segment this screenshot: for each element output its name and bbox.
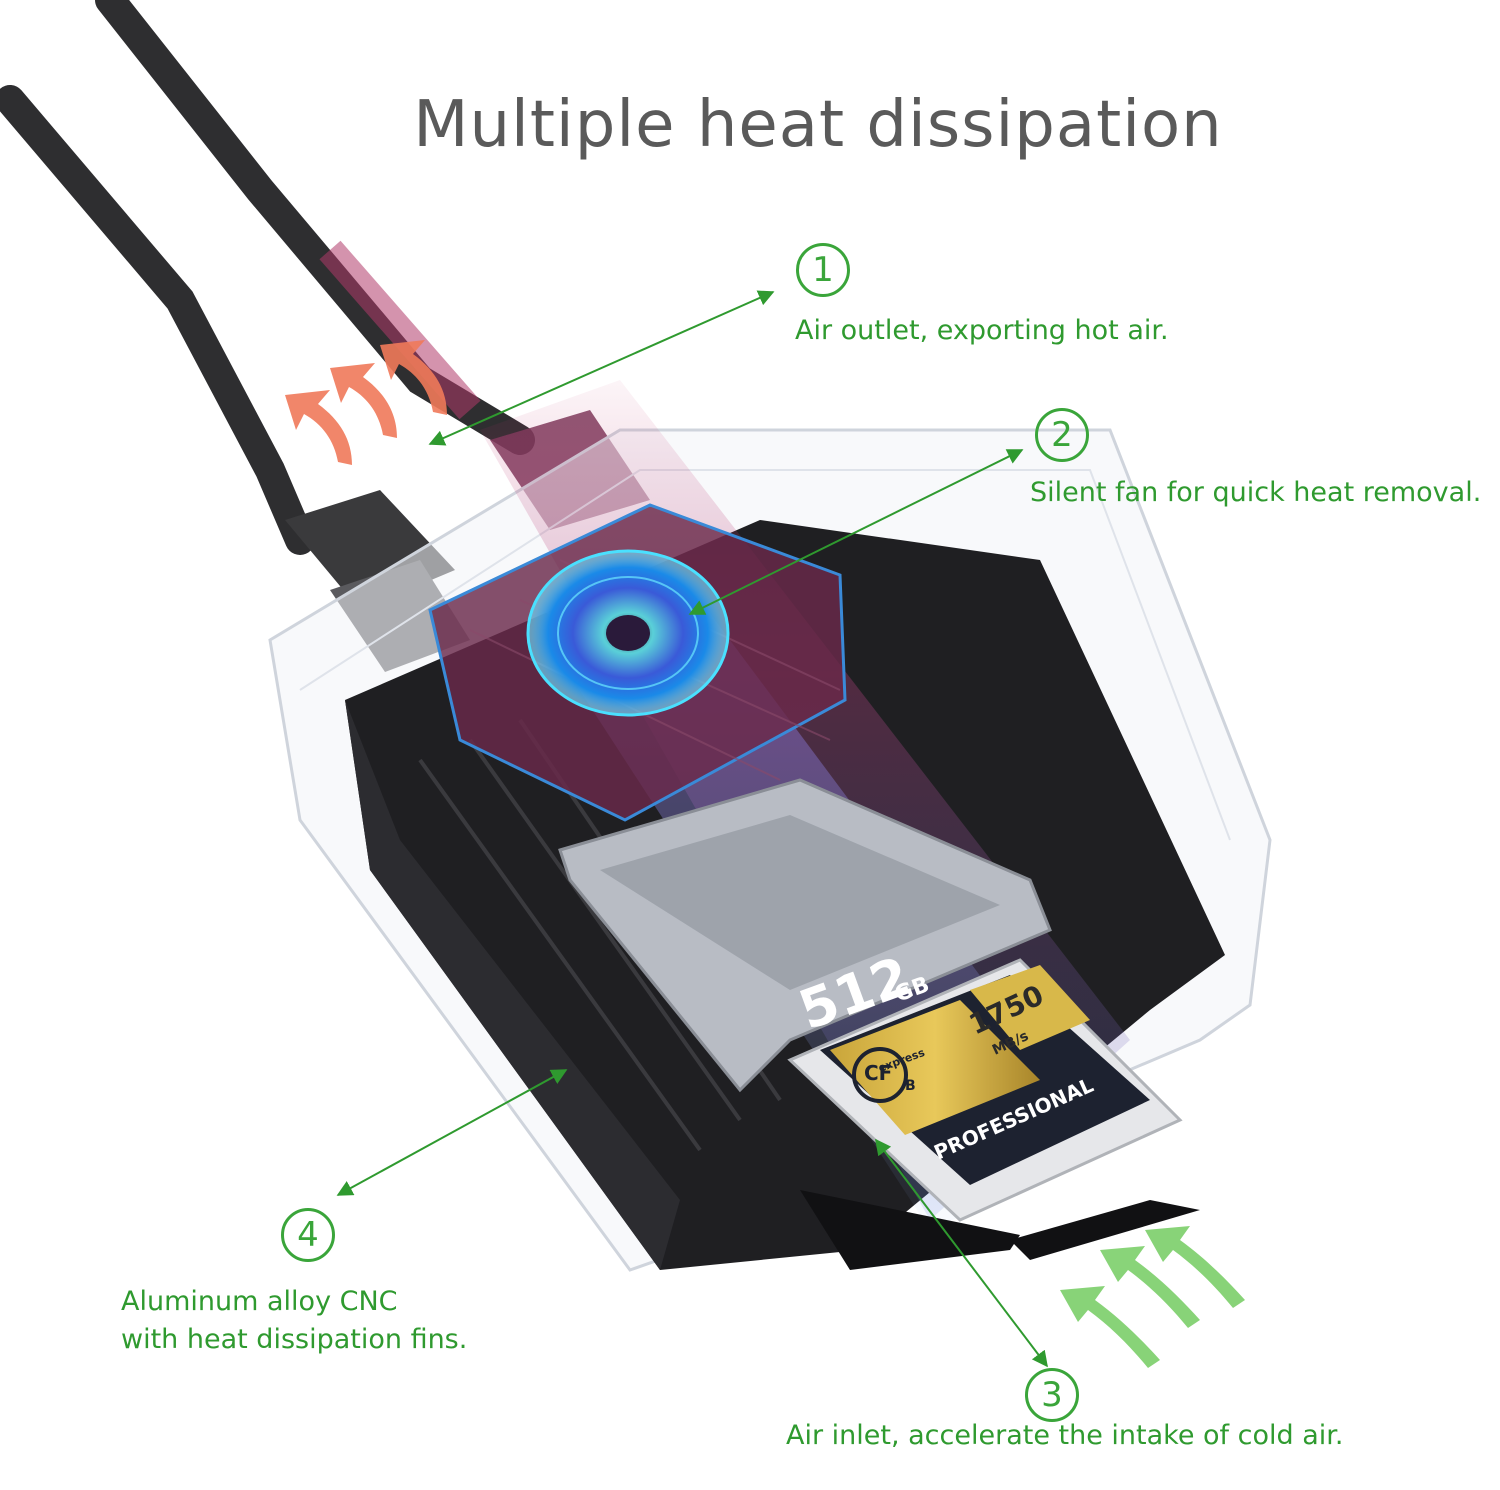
callout-2-text: Silent fan for quick heat removal. [1030,477,1482,508]
callout-3-text: Air inlet, accelerate the intake of cold… [786,1420,1344,1451]
callout-1-pointer [428,290,775,446]
callout-4-text-line-2: with heat dissipation fins. [121,1324,468,1355]
callout-1-number: 1 [796,243,850,297]
callout-1-text: Air outlet, exporting hot air. [795,315,1169,346]
callout-3-number: 3 [1025,1368,1079,1422]
callout-2-pointer [688,449,1024,615]
cf-logo-icon [852,1047,908,1103]
cable-left [0,85,315,555]
page-title: Multiple heat dissipation [413,88,1223,162]
card-logo-type: B [905,1078,916,1094]
callout-3-pointer [875,1138,1048,1368]
callout-4-number: 4 [281,1208,335,1262]
cfexpress-card: 512 GB 1750 MB/s CF express B PROFESSION… [787,944,1183,1222]
card-logo-main: CF [864,1061,892,1085]
cable-right [95,0,535,455]
callout-2-number: 2 [1035,408,1089,462]
callout-4-pointer [336,1069,568,1196]
callout-4-text-line-1: Aluminum alloy CNC [121,1286,398,1317]
cold-air-arrows-icon [1060,1226,1245,1368]
